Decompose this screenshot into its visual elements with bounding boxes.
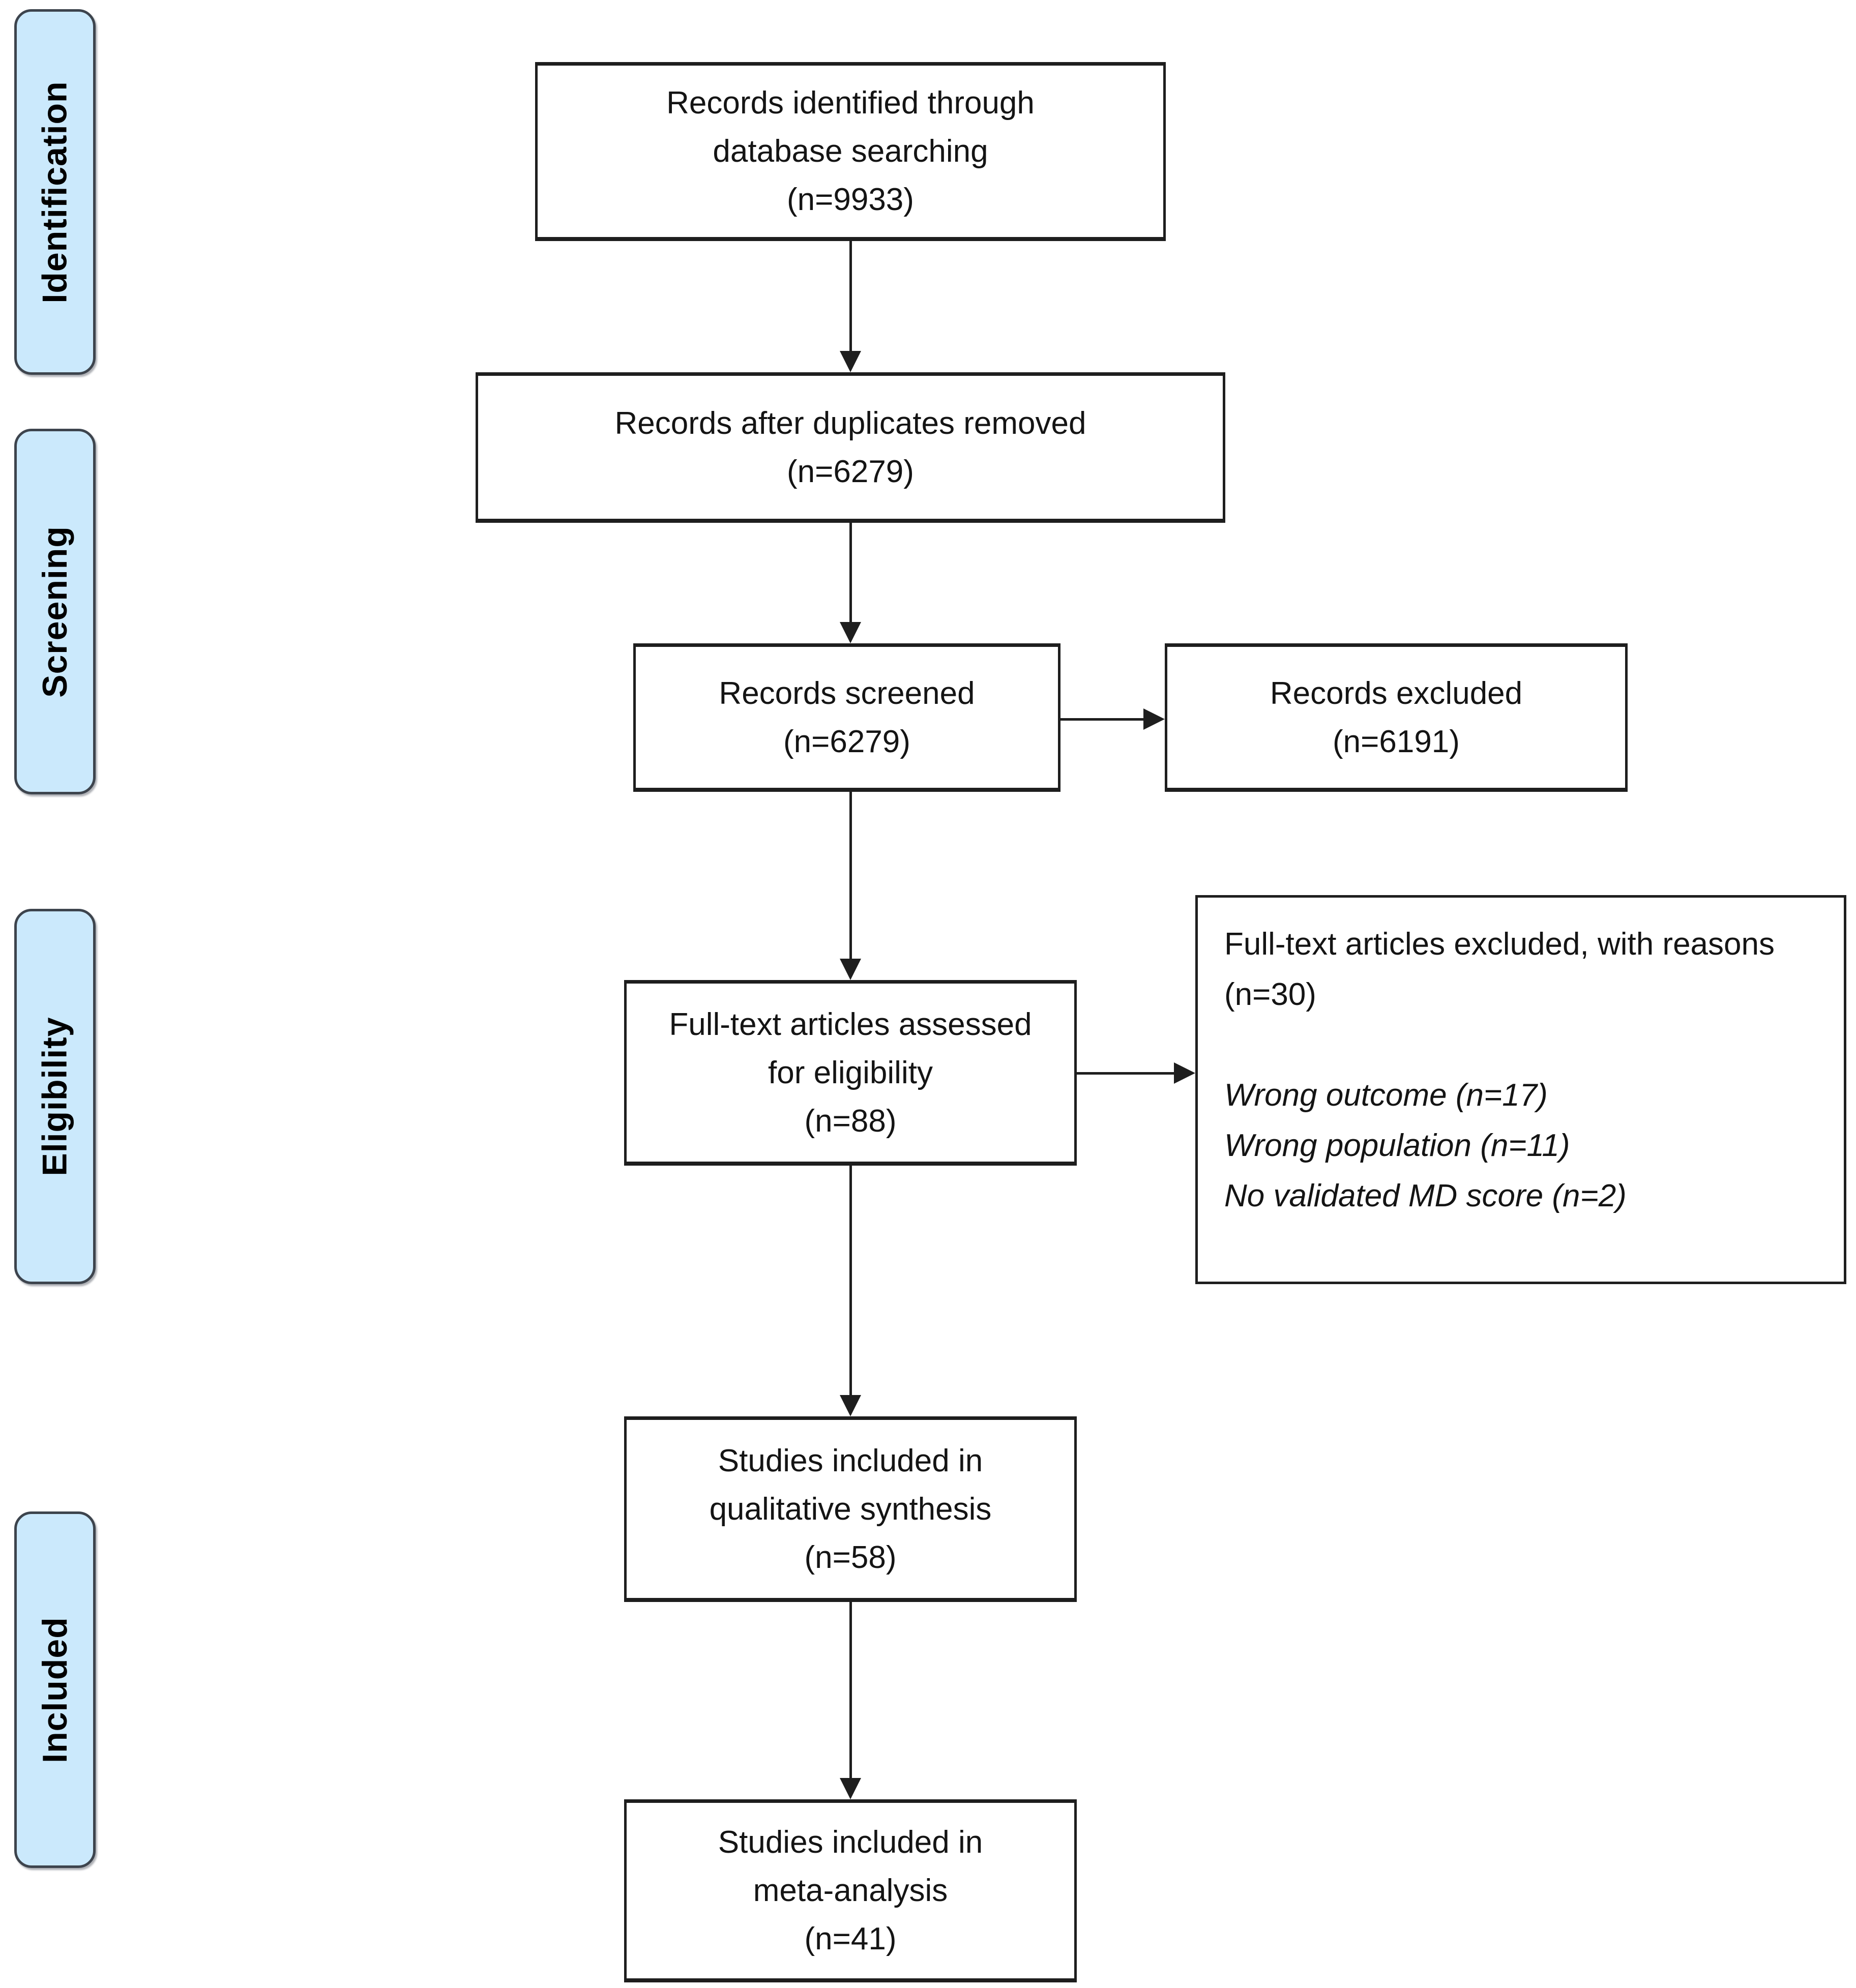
stage-label-identification-text: Identification <box>36 80 75 304</box>
box-records-identified-line2: database searching <box>713 134 988 169</box>
box-fulltext-assessed: Full-text articles assessed for eligibil… <box>624 980 1077 1166</box>
stage-label-eligibility-text: Eligibility <box>36 1017 74 1176</box>
stage-label-identification: Identification <box>14 9 96 375</box>
box-fulltext-line1: Full-text articles assessed <box>669 1006 1032 1042</box>
stage-label-included: Included <box>14 1511 96 1868</box>
arrow-qualitative-to-meta-head <box>840 1778 861 1799</box>
box-records-identified-line1: Records identified through <box>666 85 1035 121</box>
box-records-after-duplicates-removed: Records after duplicates removed (n=6279… <box>476 372 1225 523</box>
arrow-fulltext-to-reasons-head <box>1174 1062 1195 1084</box>
arrow-qualitative-to-meta-line <box>849 1602 852 1779</box>
box-fulltext-count: (n=88) <box>804 1103 897 1139</box>
box-qualitative-synthesis: Studies included in qualitative synthesi… <box>624 1416 1077 1602</box>
arrow-screened-to-fulltext-head <box>840 959 861 980</box>
box-records-identified-count: (n=9933) <box>787 182 914 217</box>
stage-label-screening-text: Screening <box>36 525 74 698</box>
arrow-fulltext-to-qualitative-line <box>849 1166 852 1396</box>
box-duplicates-count: (n=6279) <box>787 454 914 489</box>
arrow-screened-to-excluded-head <box>1143 708 1165 730</box>
arrow-identified-to-duplicates-line <box>849 241 852 353</box>
box-qualitative-count: (n=58) <box>804 1539 897 1575</box>
arrow-fulltext-to-qualitative-head <box>840 1395 861 1416</box>
box-records-identified: Records identified through database sear… <box>535 62 1166 241</box>
box-fulltext-excluded-reasons: Full-text articles excluded, with reason… <box>1195 895 1846 1284</box>
box-meta-line2: meta-analysis <box>753 1873 948 1908</box>
box-meta-line1: Studies included in <box>718 1825 983 1860</box>
box-fulltext-line2: for eligibility <box>768 1055 933 1090</box>
arrow-duplicates-to-screened-head <box>840 622 861 643</box>
box-reasons-no-validated-md-score: No validated MD score (n=2) <box>1224 1178 1627 1213</box>
box-records-screened: Records screened (n=6279) <box>633 643 1060 792</box>
arrow-identified-to-duplicates-head <box>840 351 861 372</box>
arrow-fulltext-to-reasons-line <box>1077 1072 1175 1075</box>
arrow-duplicates-to-screened-line <box>849 523 852 623</box>
arrow-screened-to-fulltext-line <box>849 792 852 960</box>
box-reasons-wrong-outcome: Wrong outcome (n=17) <box>1224 1078 1548 1113</box>
box-screened-count: (n=6279) <box>783 724 910 759</box>
box-screened-line1: Records screened <box>719 675 975 711</box>
box-meta-analysis: Studies included in meta-analysis (n=41) <box>624 1799 1077 1982</box>
box-reasons-wrong-population: Wrong population (n=11) <box>1224 1128 1570 1163</box>
box-reasons-count: (n=30) <box>1224 977 1316 1012</box>
box-reasons-title: Full-text articles excluded, with reason… <box>1224 927 1775 962</box>
stage-label-screening: Screening <box>14 429 96 794</box>
box-duplicates-line1: Records after duplicates removed <box>614 405 1086 441</box>
box-excluded-line1: Records excluded <box>1270 675 1523 711</box>
box-records-excluded: Records excluded (n=6191) <box>1165 643 1628 792</box>
stage-label-included-text: Included <box>36 1616 75 1763</box>
box-qualitative-line2: qualitative synthesis <box>709 1491 992 1527</box>
stage-label-eligibility: Eligibility <box>14 909 96 1284</box>
box-meta-count: (n=41) <box>804 1921 897 1956</box>
box-excluded-count: (n=6191) <box>1333 724 1460 759</box>
box-qualitative-line1: Studies included in <box>718 1443 983 1478</box>
arrow-screened-to-excluded-line <box>1060 718 1144 721</box>
